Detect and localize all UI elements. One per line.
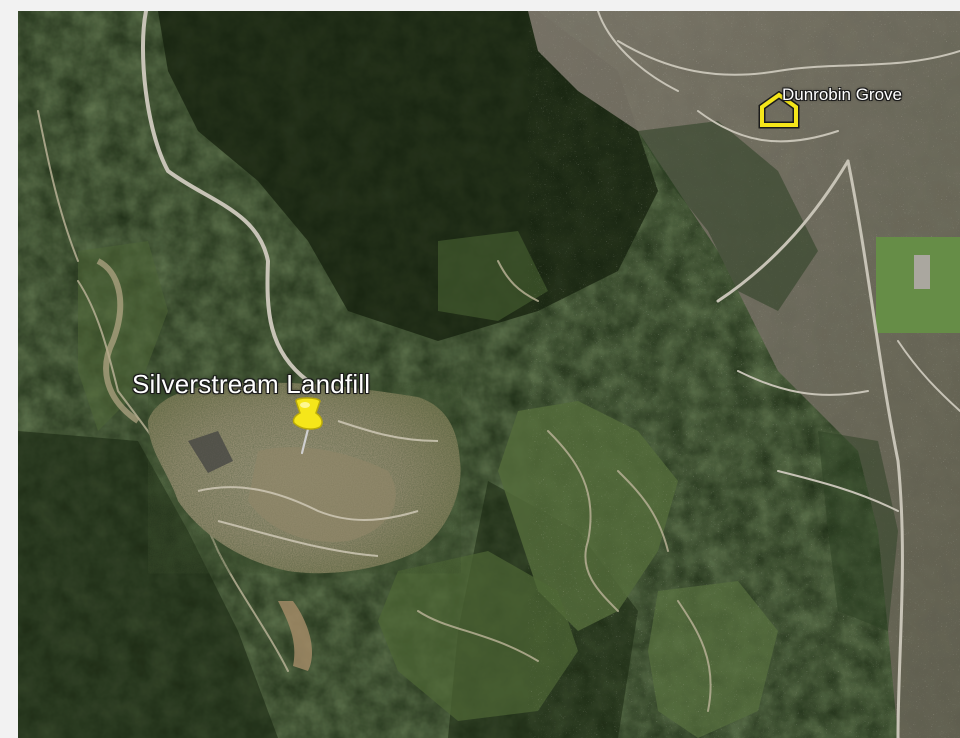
grass-clearing [438,231,548,321]
satellite-imagery[interactable] [18,11,960,738]
road-network [140,11,960,738]
suburb-trees-south [818,431,898,631]
imagery-shade [18,11,960,738]
suburb-trees [638,121,818,311]
landfill-cell [248,447,396,542]
west-slope-track [96,258,140,424]
house-icon[interactable] [758,91,800,129]
map-viewport[interactable]: Silverstream Landfill Dunrobin Grove [18,11,960,738]
bare-slip [278,601,313,671]
grass-hill-se [648,581,778,738]
grass-hill-south [378,551,578,721]
landfill-haul-roads [197,420,439,557]
landfill-pond [188,431,233,473]
suburb-houses [528,11,960,738]
park-building [914,255,930,289]
pushpin-icon[interactable] [288,395,328,455]
grass-hill-east [498,401,678,631]
grass-hill-west [78,241,168,431]
placemark-label-landfill[interactable]: Silverstream Landfill [132,369,371,399]
placemark-label-dunrobin[interactable]: Dunrobin Grove [782,85,903,104]
dense-forest-sw [18,431,278,738]
dense-forest [158,11,658,341]
